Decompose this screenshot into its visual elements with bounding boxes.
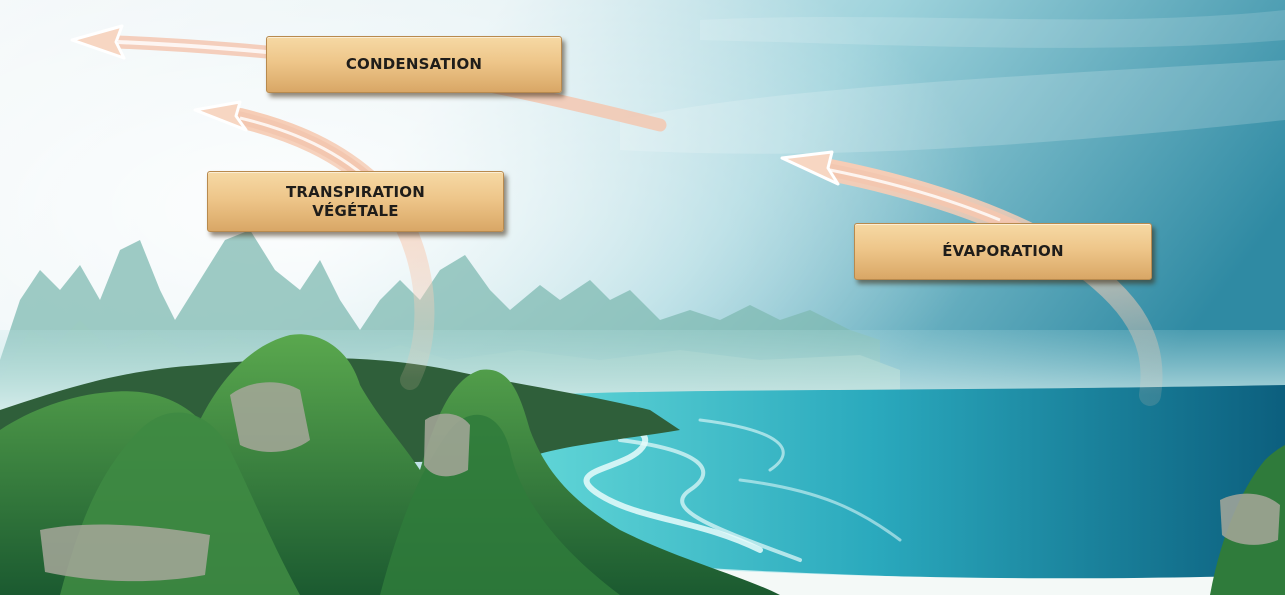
condensation-label: CONDENSATION [266,36,562,93]
evaporation-label: ÉVAPORATION [854,223,1152,280]
transpiration-label: TRANSPIRATION VÉGÉTALE [207,171,504,232]
